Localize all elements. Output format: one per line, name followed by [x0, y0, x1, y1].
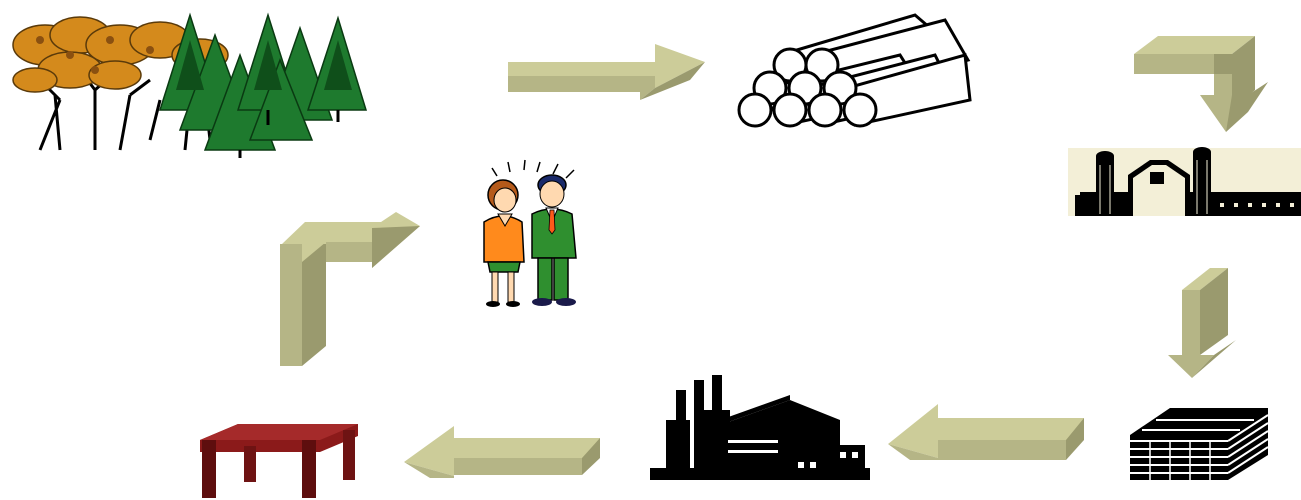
arrow-right-down — [1134, 36, 1268, 132]
barn-farm-icon — [1068, 147, 1301, 216]
forest-icon — [12, 12, 368, 158]
table-icon — [200, 424, 358, 498]
log-pile-icon — [737, 13, 972, 128]
lumber-stack-icon — [1130, 408, 1269, 480]
factory-icon — [650, 375, 870, 480]
arrow-down — [1168, 268, 1236, 378]
arrow-left-1 — [888, 404, 1084, 460]
arrow-up-right — [280, 212, 420, 366]
arrow-right-1 — [508, 44, 705, 100]
people-icon — [483, 159, 577, 307]
arrow-left-2 — [404, 426, 600, 478]
